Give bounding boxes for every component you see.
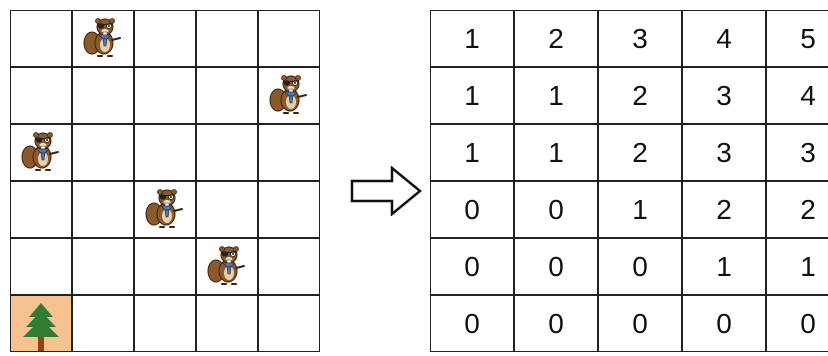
number-cell: 0 <box>514 238 598 295</box>
number-cell: 2 <box>598 124 682 181</box>
number-cell: 1 <box>514 124 598 181</box>
beaver-grid <box>10 10 320 352</box>
grid-cell <box>10 67 72 124</box>
right-arrow-icon <box>350 166 422 216</box>
grid-cell <box>134 67 196 124</box>
number-cell: 3 <box>682 67 766 124</box>
grid-cell <box>196 295 258 352</box>
number-cell: 0 <box>682 295 766 352</box>
number-cell: 4 <box>766 67 828 124</box>
number-cell: 0 <box>598 238 682 295</box>
grid-cell <box>258 10 320 67</box>
grid-cell <box>134 295 196 352</box>
number-cell: 0 <box>766 295 828 352</box>
number-cell: 0 <box>514 295 598 352</box>
grid-cell <box>72 181 134 238</box>
grid-cell <box>134 124 196 181</box>
number-cell: 4 <box>682 10 766 67</box>
beaver-icon <box>267 73 311 117</box>
number-cell: 1 <box>430 10 514 67</box>
grid-cell <box>196 124 258 181</box>
beaver-icon <box>205 244 249 288</box>
number-cell: 2 <box>682 181 766 238</box>
grid-cell <box>72 67 134 124</box>
grid-cell <box>258 181 320 238</box>
grid-cell <box>72 238 134 295</box>
grid-cell <box>196 181 258 238</box>
grid-cell <box>258 295 320 352</box>
number-cell: 0 <box>514 181 598 238</box>
number-cell: 3 <box>766 124 828 181</box>
number-cell: 2 <box>766 181 828 238</box>
number-cell: 0 <box>430 238 514 295</box>
number-cell: 0 <box>430 295 514 352</box>
number-cell: 2 <box>514 10 598 67</box>
number-cell: 0 <box>430 181 514 238</box>
grid-cell <box>258 238 320 295</box>
grid-cell <box>10 181 72 238</box>
number-cell: 1 <box>598 181 682 238</box>
beaver-icon <box>19 130 63 174</box>
number-cell: 1 <box>430 124 514 181</box>
grid-cell <box>196 67 258 124</box>
number-cell: 0 <box>598 295 682 352</box>
number-cell: 1 <box>514 67 598 124</box>
grid-cell <box>134 10 196 67</box>
grid-cell <box>72 295 134 352</box>
grid-cell <box>10 238 72 295</box>
number-cell: 3 <box>598 10 682 67</box>
grid-cell <box>196 10 258 67</box>
number-cell: 2 <box>598 67 682 124</box>
grid-cell <box>258 124 320 181</box>
grid-cell <box>10 10 72 67</box>
number-cell: 5 <box>766 10 828 67</box>
number-cell: 1 <box>682 238 766 295</box>
beaver-icon <box>81 16 125 60</box>
number-cell: 1 <box>430 67 514 124</box>
grid-cell <box>134 238 196 295</box>
number-cell: 3 <box>682 124 766 181</box>
tree-icon <box>21 301 61 351</box>
grid-cell <box>72 124 134 181</box>
number-cell: 1 <box>766 238 828 295</box>
beaver-icon <box>143 187 187 231</box>
